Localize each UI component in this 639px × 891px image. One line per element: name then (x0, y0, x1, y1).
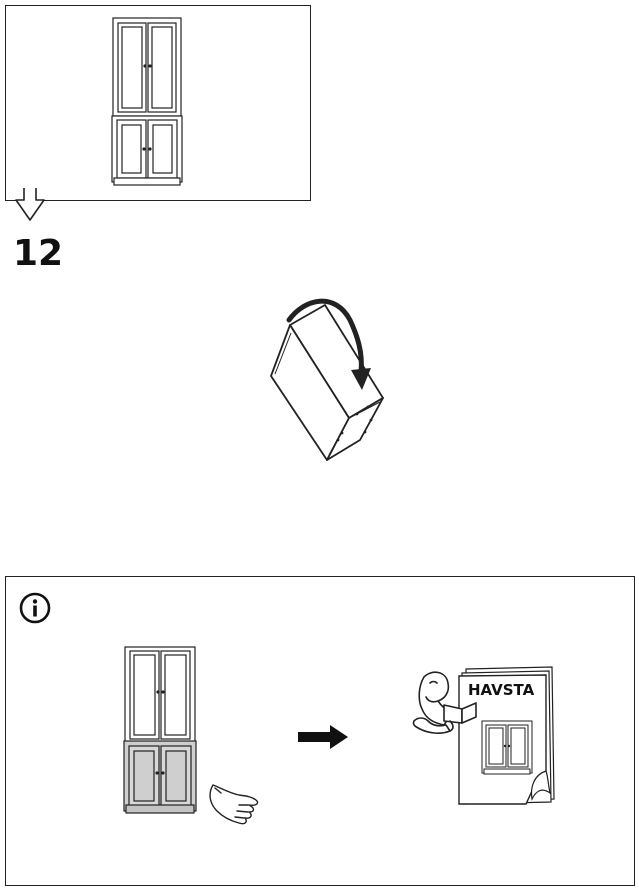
cabinet-base-highlight-illustration (123, 646, 259, 825)
info-box: HAVSTA (5, 576, 635, 886)
info-icon (19, 592, 51, 624)
brochure-illustration: HAVSTA (412, 666, 555, 805)
overview-frame (5, 5, 311, 201)
right-arrow-icon (298, 725, 348, 749)
curved-arrow-icon (286, 298, 371, 390)
reading-person-icon (412, 671, 477, 734)
rotate-panel-illustration (270, 298, 384, 461)
pointing-hand-icon (209, 784, 259, 825)
cabinet-overview-illustration (111, 17, 183, 186)
step-number: 12 (13, 233, 64, 274)
down-arrow-icon (15, 188, 45, 221)
brochure-title: HAVSTA (468, 681, 535, 699)
